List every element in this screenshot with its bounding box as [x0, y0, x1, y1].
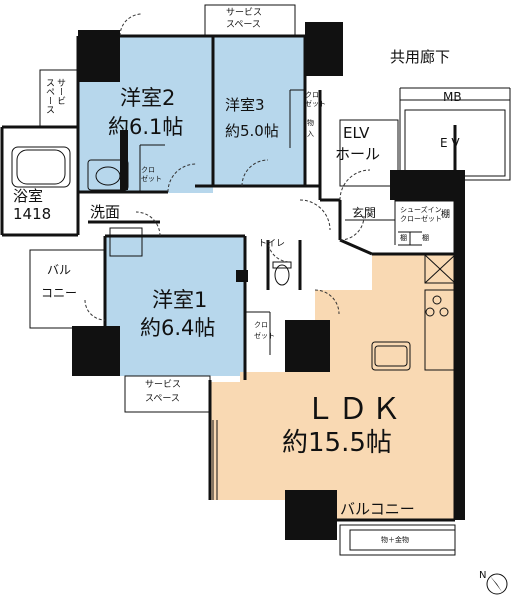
washroom-name: 洗面 [90, 203, 121, 221]
storage-w3-line2: 入 [307, 130, 314, 138]
shelf-right-label: 棚 [422, 234, 429, 242]
compass-label: N [479, 570, 486, 581]
balcony-left-line1: バル [47, 263, 72, 277]
service-space-top-line1: サービス [226, 8, 263, 18]
ldk-size: 約15.5帖 [282, 428, 392, 458]
closet-w1-line1: クロ [254, 321, 268, 329]
shelf-label: 棚 [441, 210, 451, 220]
western-room-3-name: 洋室3 [225, 96, 265, 114]
elv-hall-line1: ELV [343, 124, 370, 142]
shoes-in-closet-line1: シューズイン [400, 206, 442, 214]
bath-size: 1418 [13, 205, 52, 223]
service-space-left-line1: サービ [55, 78, 65, 105]
closet-w1-line2: ゼット [254, 332, 275, 340]
storage-w3-line1: 物 [307, 119, 314, 127]
service-space-top-line2: スペース [226, 20, 261, 30]
elv-hall-line2: ホール [335, 145, 381, 163]
toilet-name: トイレ [258, 239, 286, 249]
closet-w3-line2: ゼット [305, 100, 326, 108]
balcony-bottom-label: バルコニー [340, 500, 415, 518]
closet-w2-line1: クロ [141, 166, 155, 174]
shelf-left-label: 棚 [400, 234, 407, 242]
closet-w2-line2: ゼット [141, 175, 162, 183]
compass: N [479, 570, 508, 595]
closet-w3-line1: クロ [305, 91, 319, 99]
ldk-fill [210, 254, 455, 520]
western-room-1-name: 洋室1 [152, 288, 208, 312]
bath-name: 浴室 [13, 187, 44, 205]
common-corridor-label: 共用廊下 [390, 48, 451, 66]
mb-label: MB [443, 90, 462, 104]
balcony-left-line2: コニー [41, 286, 78, 300]
ldk-name: ＬＤＫ [305, 392, 404, 427]
kanamono-label: 物＋金物 [381, 536, 409, 544]
entrance-name: 玄関 [352, 206, 377, 220]
ev-label: E V [440, 136, 460, 150]
western-room-1-fill [105, 236, 245, 376]
service-space-bottom-line2: スペース [145, 394, 180, 404]
western-room-2-size: 約6.1帖 [108, 115, 184, 139]
shoes-in-closet-line2: クローゼット [400, 215, 442, 223]
western-room-1-size: 約6.4帖 [140, 316, 216, 340]
western-room-2-name: 洋室2 [120, 86, 176, 110]
service-space-bottom-line1: サービス [145, 380, 182, 390]
service-space-left-line2: スペース [44, 78, 54, 114]
western-room-3-size: 約5.0帖 [225, 122, 279, 140]
